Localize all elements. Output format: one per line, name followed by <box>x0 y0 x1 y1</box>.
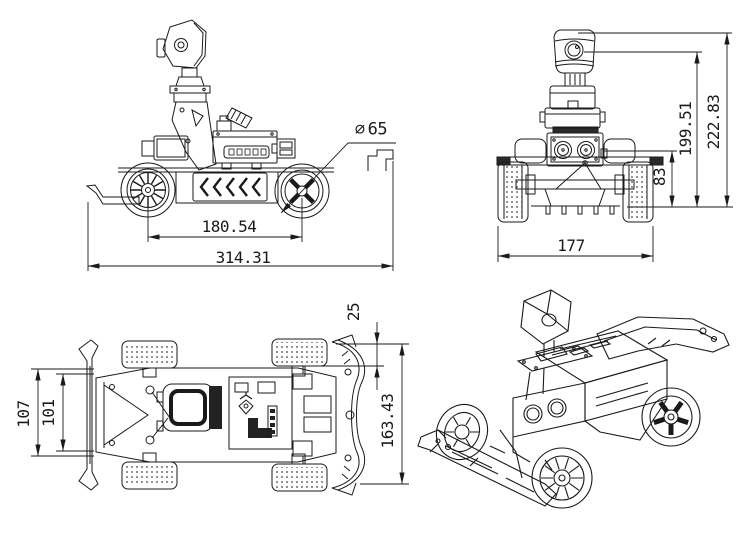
dim-label-inner-width: 101 <box>39 399 58 427</box>
side-view-dimensions <box>87 142 396 271</box>
isometric-view-drawing <box>417 289 730 509</box>
front-view-dimensions <box>497 32 733 262</box>
dim-label-wheel-diameter: ⌀65 <box>354 119 388 140</box>
dim-label-outer-width: 107 <box>14 400 33 428</box>
side-view-drawing <box>85 19 394 219</box>
dim-label-camera-lens-height: 199.51 <box>676 101 695 157</box>
wheel-diameter-value: 65 <box>367 119 388 140</box>
front-view-drawing <box>496 29 664 223</box>
dim-label-wheel-inset: 25 <box>344 302 363 322</box>
top-view-dimensions <box>31 322 409 485</box>
dim-label-wheel-center-distance: 180.54 <box>201 217 257 236</box>
dim-label-deck-height: 83 <box>650 167 669 187</box>
diameter-symbol: ⌀ <box>354 119 365 140</box>
dim-label-overall-height: 222.83 <box>704 94 723 150</box>
dim-label-platform-length: 163.43 <box>378 393 397 449</box>
dim-label-overall-length: 314.31 <box>215 248 271 267</box>
dim-label-track-width: 177 <box>557 236 585 255</box>
top-view-drawing <box>78 334 365 496</box>
